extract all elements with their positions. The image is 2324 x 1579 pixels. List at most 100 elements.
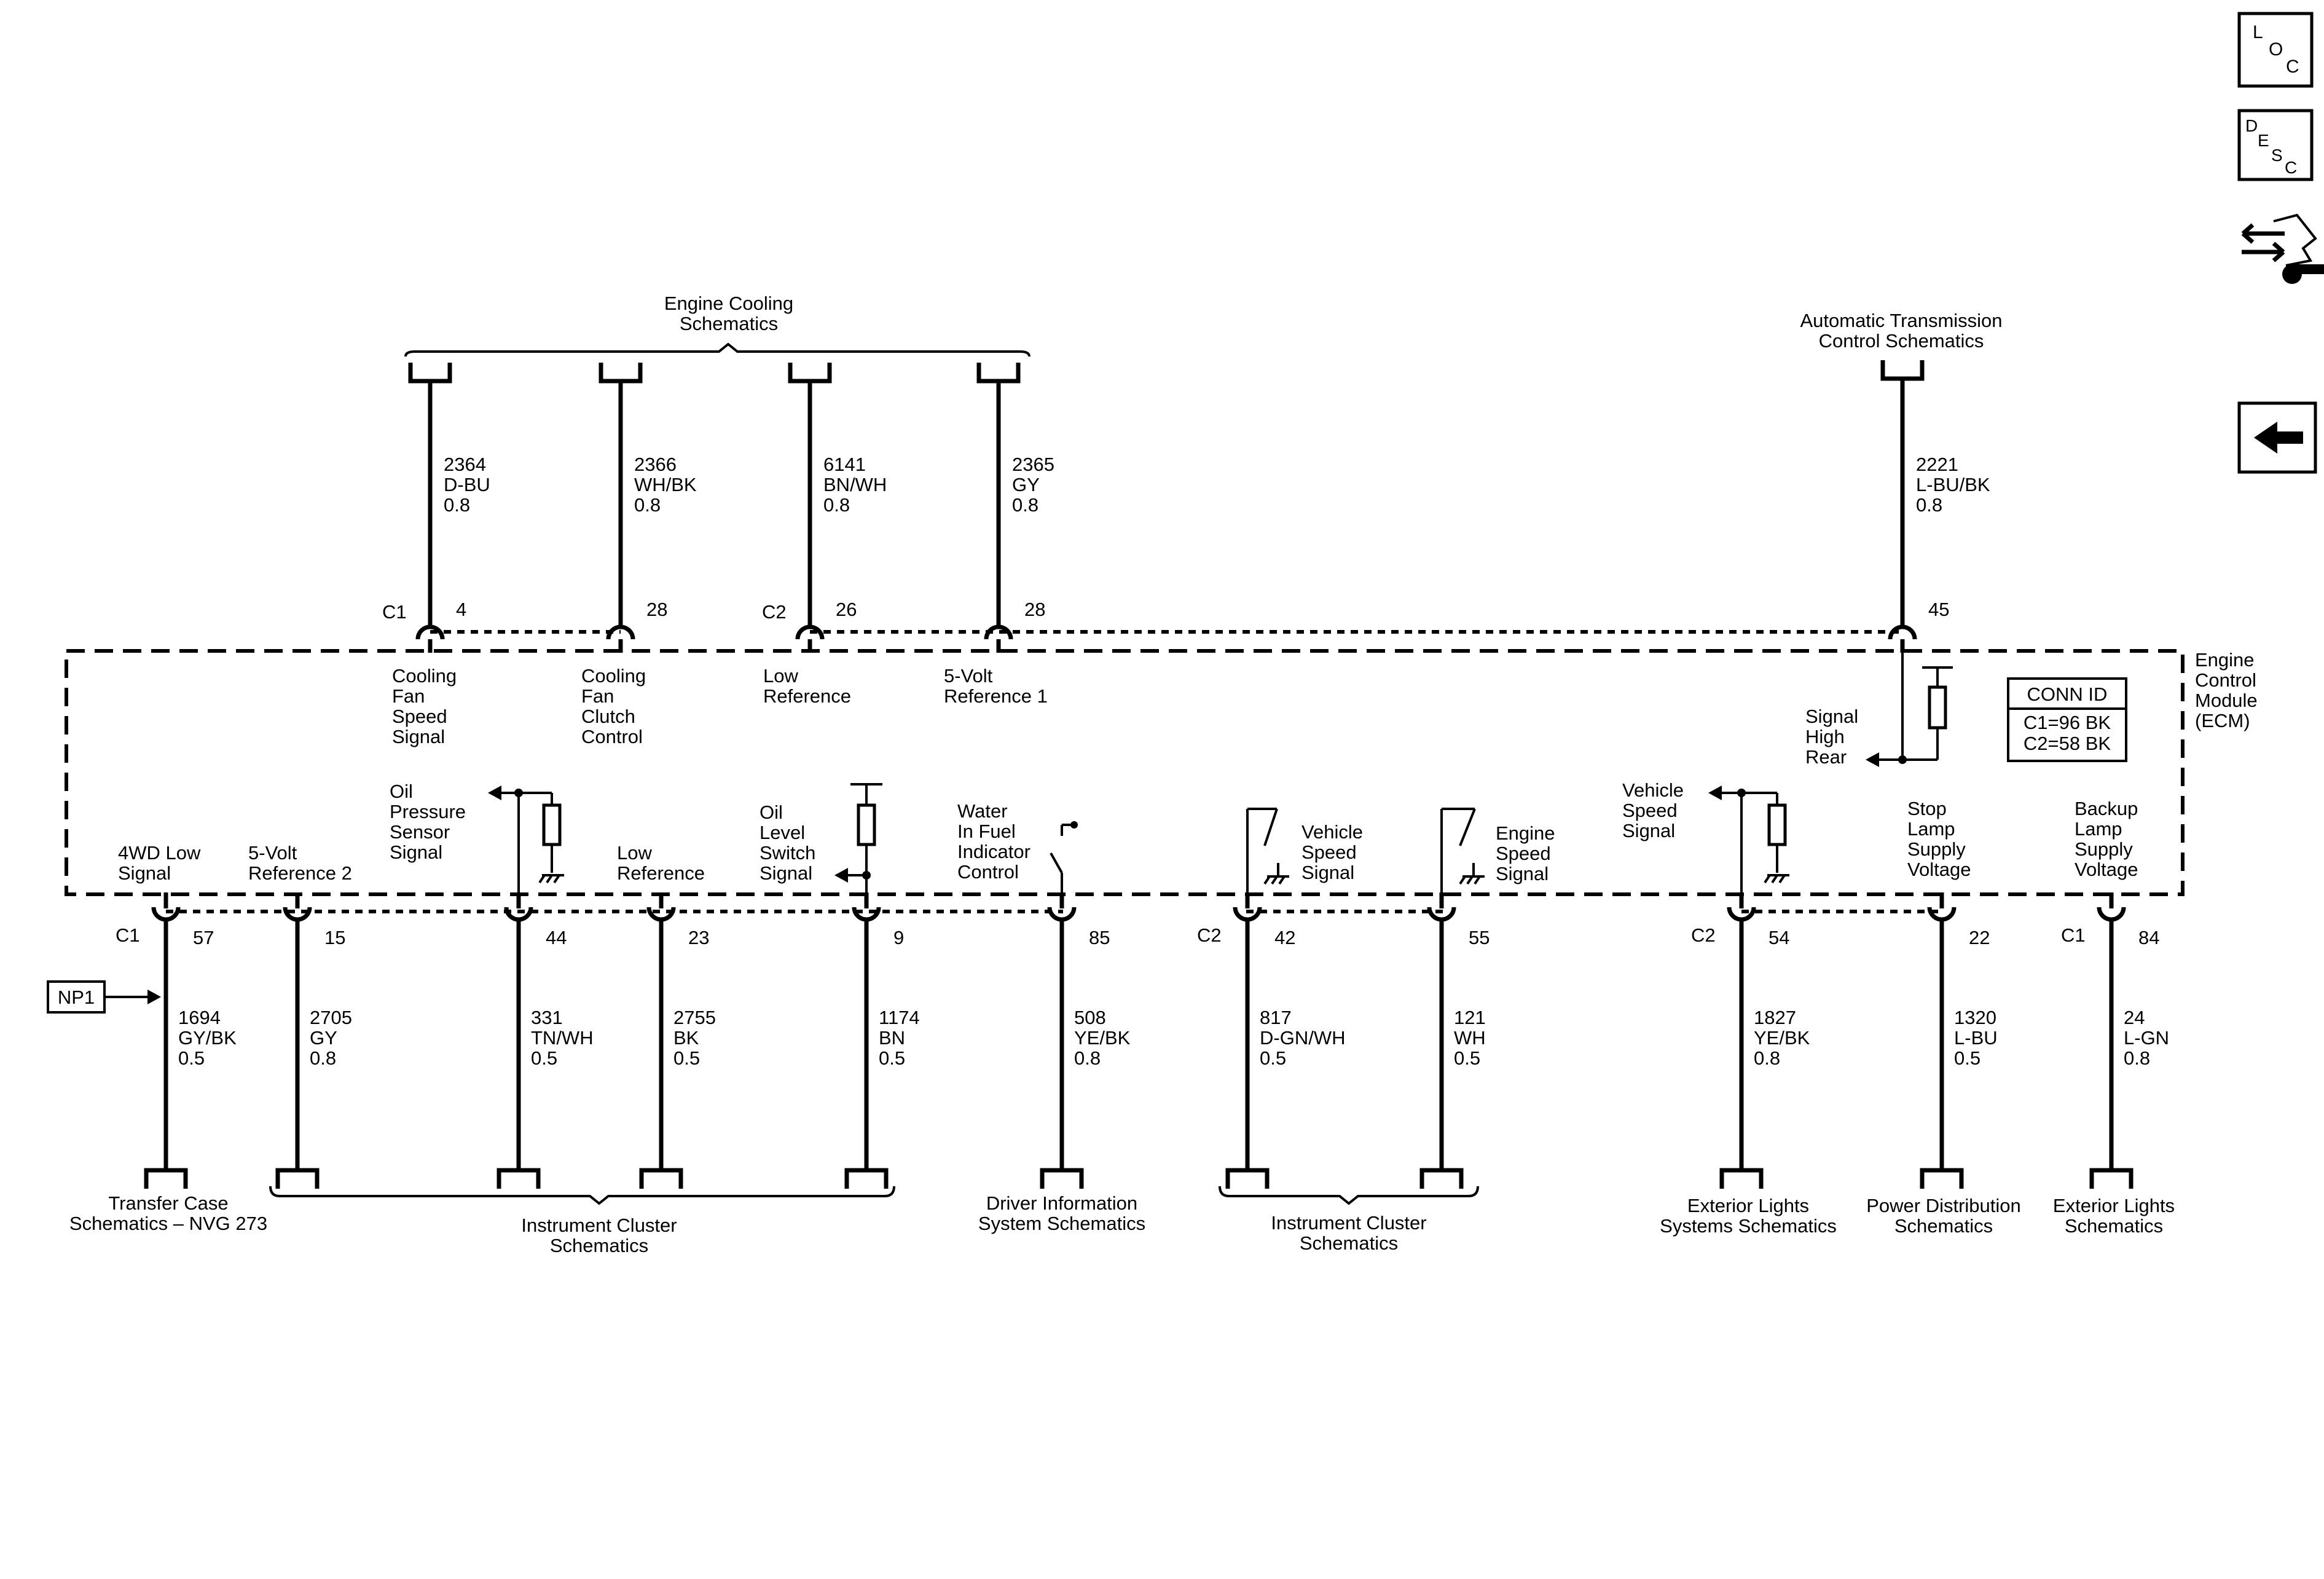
ecm-function-label: Voltage	[1907, 859, 1971, 880]
svg-text:Schematics – NVG 273: Schematics – NVG 273	[69, 1213, 267, 1234]
lower-pin	[504, 907, 533, 922]
np1-reference[interactable]: NP1	[47, 980, 161, 1014]
wire-color: BN	[879, 1027, 905, 1049]
pin-number: 4	[456, 599, 466, 620]
wire-size: 0.8	[1012, 494, 1038, 516]
ecm-function-label: Control	[957, 861, 1019, 883]
wire-size: 0.5	[1954, 1047, 1981, 1069]
pin-number: 28	[1024, 599, 1045, 620]
svg-text:C: C	[2286, 57, 2299, 77]
upper-pin	[795, 624, 825, 640]
lower-terminal	[1040, 1168, 1084, 1189]
circuit-number: 331	[531, 1007, 563, 1028]
pin-number: 15	[324, 927, 345, 948]
ecm-function-label: Speed	[1622, 800, 1678, 821]
ecm-function-label: Reference	[617, 862, 705, 884]
ecm-function-label: 5-Volt	[944, 665, 993, 687]
ecm-function-label: Supply	[1907, 838, 1966, 860]
lower-pin	[1427, 907, 1456, 922]
wire-size: 0.5	[1260, 1047, 1286, 1069]
wire-color: TN/WH	[531, 1027, 594, 1049]
circuit-number: 1174	[879, 1007, 920, 1028]
upper-terminal	[976, 363, 1021, 384]
ecm-internal-components	[488, 652, 1953, 894]
ecm-function-label: Speed	[1301, 841, 1357, 863]
lower-terminal	[1419, 1168, 1464, 1189]
ecm-function-label: Low	[763, 665, 798, 687]
svg-text:Exterior Lights: Exterior Lights	[2053, 1195, 2175, 1216]
ecm-function-label: Vehicle	[1301, 821, 1363, 843]
ecm-function-label: Lamp	[1907, 818, 1955, 840]
svg-text:CONN ID: CONN ID	[2027, 683, 2108, 705]
upper-terminal	[788, 363, 832, 384]
lower-pin	[1927, 907, 1957, 922]
wire-size: 0.5	[673, 1047, 700, 1069]
driver-info-label: Driver Information System Schematics	[978, 1192, 1145, 1234]
pin-number: 45	[1928, 599, 1949, 620]
ecm-function-label: In Fuel	[957, 821, 1016, 842]
desc-icon[interactable]: D E S C	[2237, 109, 2314, 181]
upper-pin	[606, 624, 635, 640]
lower-pin	[283, 907, 312, 922]
instrument-cluster-bus-1: Instrument Cluster Schematics	[269, 1186, 895, 1256]
wire-color: GY	[310, 1027, 337, 1049]
ecm-function-label: Vehicle	[1622, 779, 1684, 801]
wire-size: 0.5	[531, 1047, 557, 1069]
lower-terminal	[275, 1168, 320, 1189]
wire-size: 0.8	[823, 494, 850, 516]
circuit-number: 2705	[310, 1007, 352, 1028]
svg-text:S: S	[2271, 146, 2283, 165]
svg-text:Systems Schematics: Systems Schematics	[1660, 1215, 1837, 1237]
upper-pin	[984, 624, 1013, 640]
exterior-lights-label: Exterior Lights Schematics	[2053, 1195, 2175, 1237]
pin-number: 23	[688, 927, 709, 948]
svg-text:Driver Information: Driver Information	[986, 1192, 1137, 1214]
pin-number: 42	[1274, 927, 1295, 948]
wire-color: WH	[1454, 1027, 1486, 1049]
svg-text:C: C	[2285, 158, 2297, 177]
auto-trans-label-2: Control Schematics	[1819, 330, 1984, 352]
ecm-function-label: Lamp	[2075, 818, 2122, 840]
wire-size: 0.8	[1916, 494, 1942, 516]
ecm-function-label: Control	[581, 726, 643, 747]
wire-color: GY/BK	[178, 1027, 237, 1049]
svg-text:System Schematics: System Schematics	[978, 1213, 1145, 1234]
loc-icon[interactable]: L O C	[2237, 12, 2314, 88]
wire-color: BN/WH	[823, 474, 887, 495]
circuit-number: 2366	[634, 454, 677, 475]
wire-color: WH/BK	[634, 474, 697, 495]
wire-size: 0.5	[879, 1047, 905, 1069]
pin-number: 44	[546, 927, 567, 948]
ecm-function-label: Level	[760, 822, 805, 843]
pin-number: 84	[2138, 927, 2159, 948]
circuit-number: 817	[1260, 1007, 1292, 1028]
ecm-function-label: 5-Volt	[248, 842, 297, 864]
svg-text:Exterior Lights: Exterior Lights	[1687, 1195, 1809, 1216]
ecm-function-label: Supply	[2075, 838, 2133, 860]
ecm-function-label: Signal	[390, 841, 442, 863]
svg-text:Transfer Case: Transfer Case	[108, 1192, 228, 1214]
svg-text:O: O	[2269, 39, 2283, 60]
connector-id: C2	[1197, 924, 1222, 946]
ecm-function-label: Reference 2	[248, 862, 352, 884]
ecm-function-label: Oil	[390, 781, 413, 802]
svg-text:E: E	[2258, 131, 2269, 150]
upper-terminal	[408, 363, 452, 384]
ecm-function-label: Reference 1	[944, 685, 1048, 707]
back-arrow-icon[interactable]	[2237, 401, 2317, 474]
ecm-function-label: Signal	[392, 726, 445, 747]
lower-pin	[646, 907, 676, 922]
ecm-function-label: Fan	[392, 685, 425, 707]
connector-repair-icon[interactable]	[2241, 213, 2324, 284]
lower-pin	[852, 907, 881, 922]
svg-text:Instrument Cluster: Instrument Cluster	[521, 1215, 677, 1236]
